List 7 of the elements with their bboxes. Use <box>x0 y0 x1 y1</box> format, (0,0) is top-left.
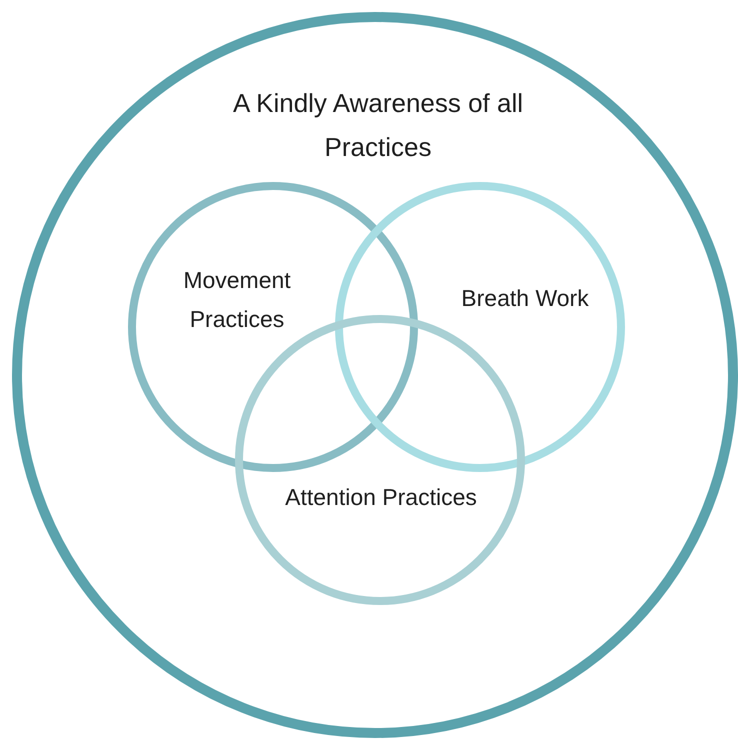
circle-label: Breath Work <box>460 284 590 313</box>
venn-circle <box>128 182 418 472</box>
circle-label: Movement Practices <box>182 266 292 334</box>
venn-circle <box>12 12 738 738</box>
circle-label: Attention Practices <box>284 483 478 512</box>
venn-circle <box>335 182 625 472</box>
circle-label: A Kindly Awareness of all Practices <box>232 87 524 164</box>
